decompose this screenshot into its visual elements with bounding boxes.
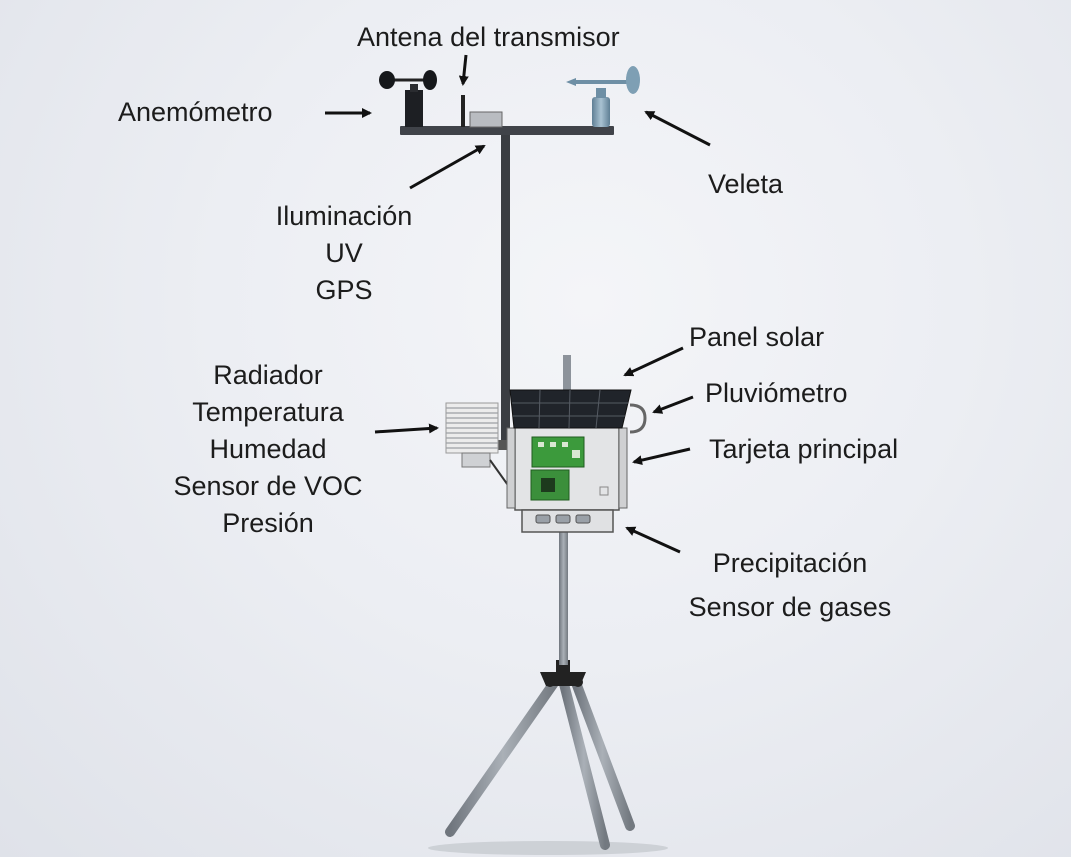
label-uv: UV bbox=[325, 238, 363, 268]
label-pressure: Presión bbox=[222, 508, 314, 538]
crossbar bbox=[400, 126, 614, 135]
label-top-sensors: Iluminación UV GPS bbox=[244, 198, 444, 309]
arrow-vane bbox=[644, 110, 711, 147]
floor-shadow bbox=[428, 841, 668, 855]
label-gas-sensor: Sensor de gases bbox=[688, 592, 892, 622]
label-rain-gauge: Pluviómetro bbox=[705, 378, 848, 408]
label-antenna: Antena del transmisor bbox=[357, 22, 620, 52]
label-illumination: Iluminación bbox=[275, 201, 413, 231]
upper-pole bbox=[501, 133, 510, 446]
label-vane: Veleta bbox=[708, 169, 784, 199]
label-anemometer: Anemómetro bbox=[118, 97, 273, 127]
main-enclosure bbox=[506, 403, 647, 533]
arrow-rain-gauge bbox=[652, 395, 694, 414]
label-precipitation: Precipitación bbox=[712, 548, 868, 578]
label-humidity: Humedad bbox=[209, 434, 327, 464]
arrow-antenna bbox=[458, 54, 469, 86]
mast-top bbox=[563, 355, 571, 395]
arrow-top-sensors bbox=[409, 144, 486, 190]
anemometer-device bbox=[379, 70, 437, 127]
label-temperature: Temperatura bbox=[192, 397, 344, 427]
arrow-main-board bbox=[632, 447, 691, 466]
wind-vane-device bbox=[566, 66, 640, 127]
label-solar-panel: Panel solar bbox=[689, 322, 825, 352]
label-main-board: Tarjeta principal bbox=[709, 434, 899, 464]
label-radiator-group: Radiador Temperatura Humedad Sensor de V… bbox=[152, 357, 384, 542]
label-voc-sensor: Sensor de VOC bbox=[173, 471, 363, 501]
solar-panel-device bbox=[509, 389, 632, 429]
label-radiator: Radiador bbox=[213, 360, 323, 390]
pointer-arrows bbox=[325, 54, 711, 554]
label-bottom-sensors: Precipitación Sensor de gases bbox=[670, 541, 910, 629]
tripod bbox=[445, 660, 635, 850]
label-gps: GPS bbox=[315, 275, 373, 305]
transmitter bbox=[461, 95, 503, 128]
arrow-radiator bbox=[374, 423, 439, 434]
arrow-bottom-sensors bbox=[625, 526, 681, 554]
lower-mast bbox=[559, 525, 568, 665]
arrow-solar-panel bbox=[623, 346, 684, 377]
